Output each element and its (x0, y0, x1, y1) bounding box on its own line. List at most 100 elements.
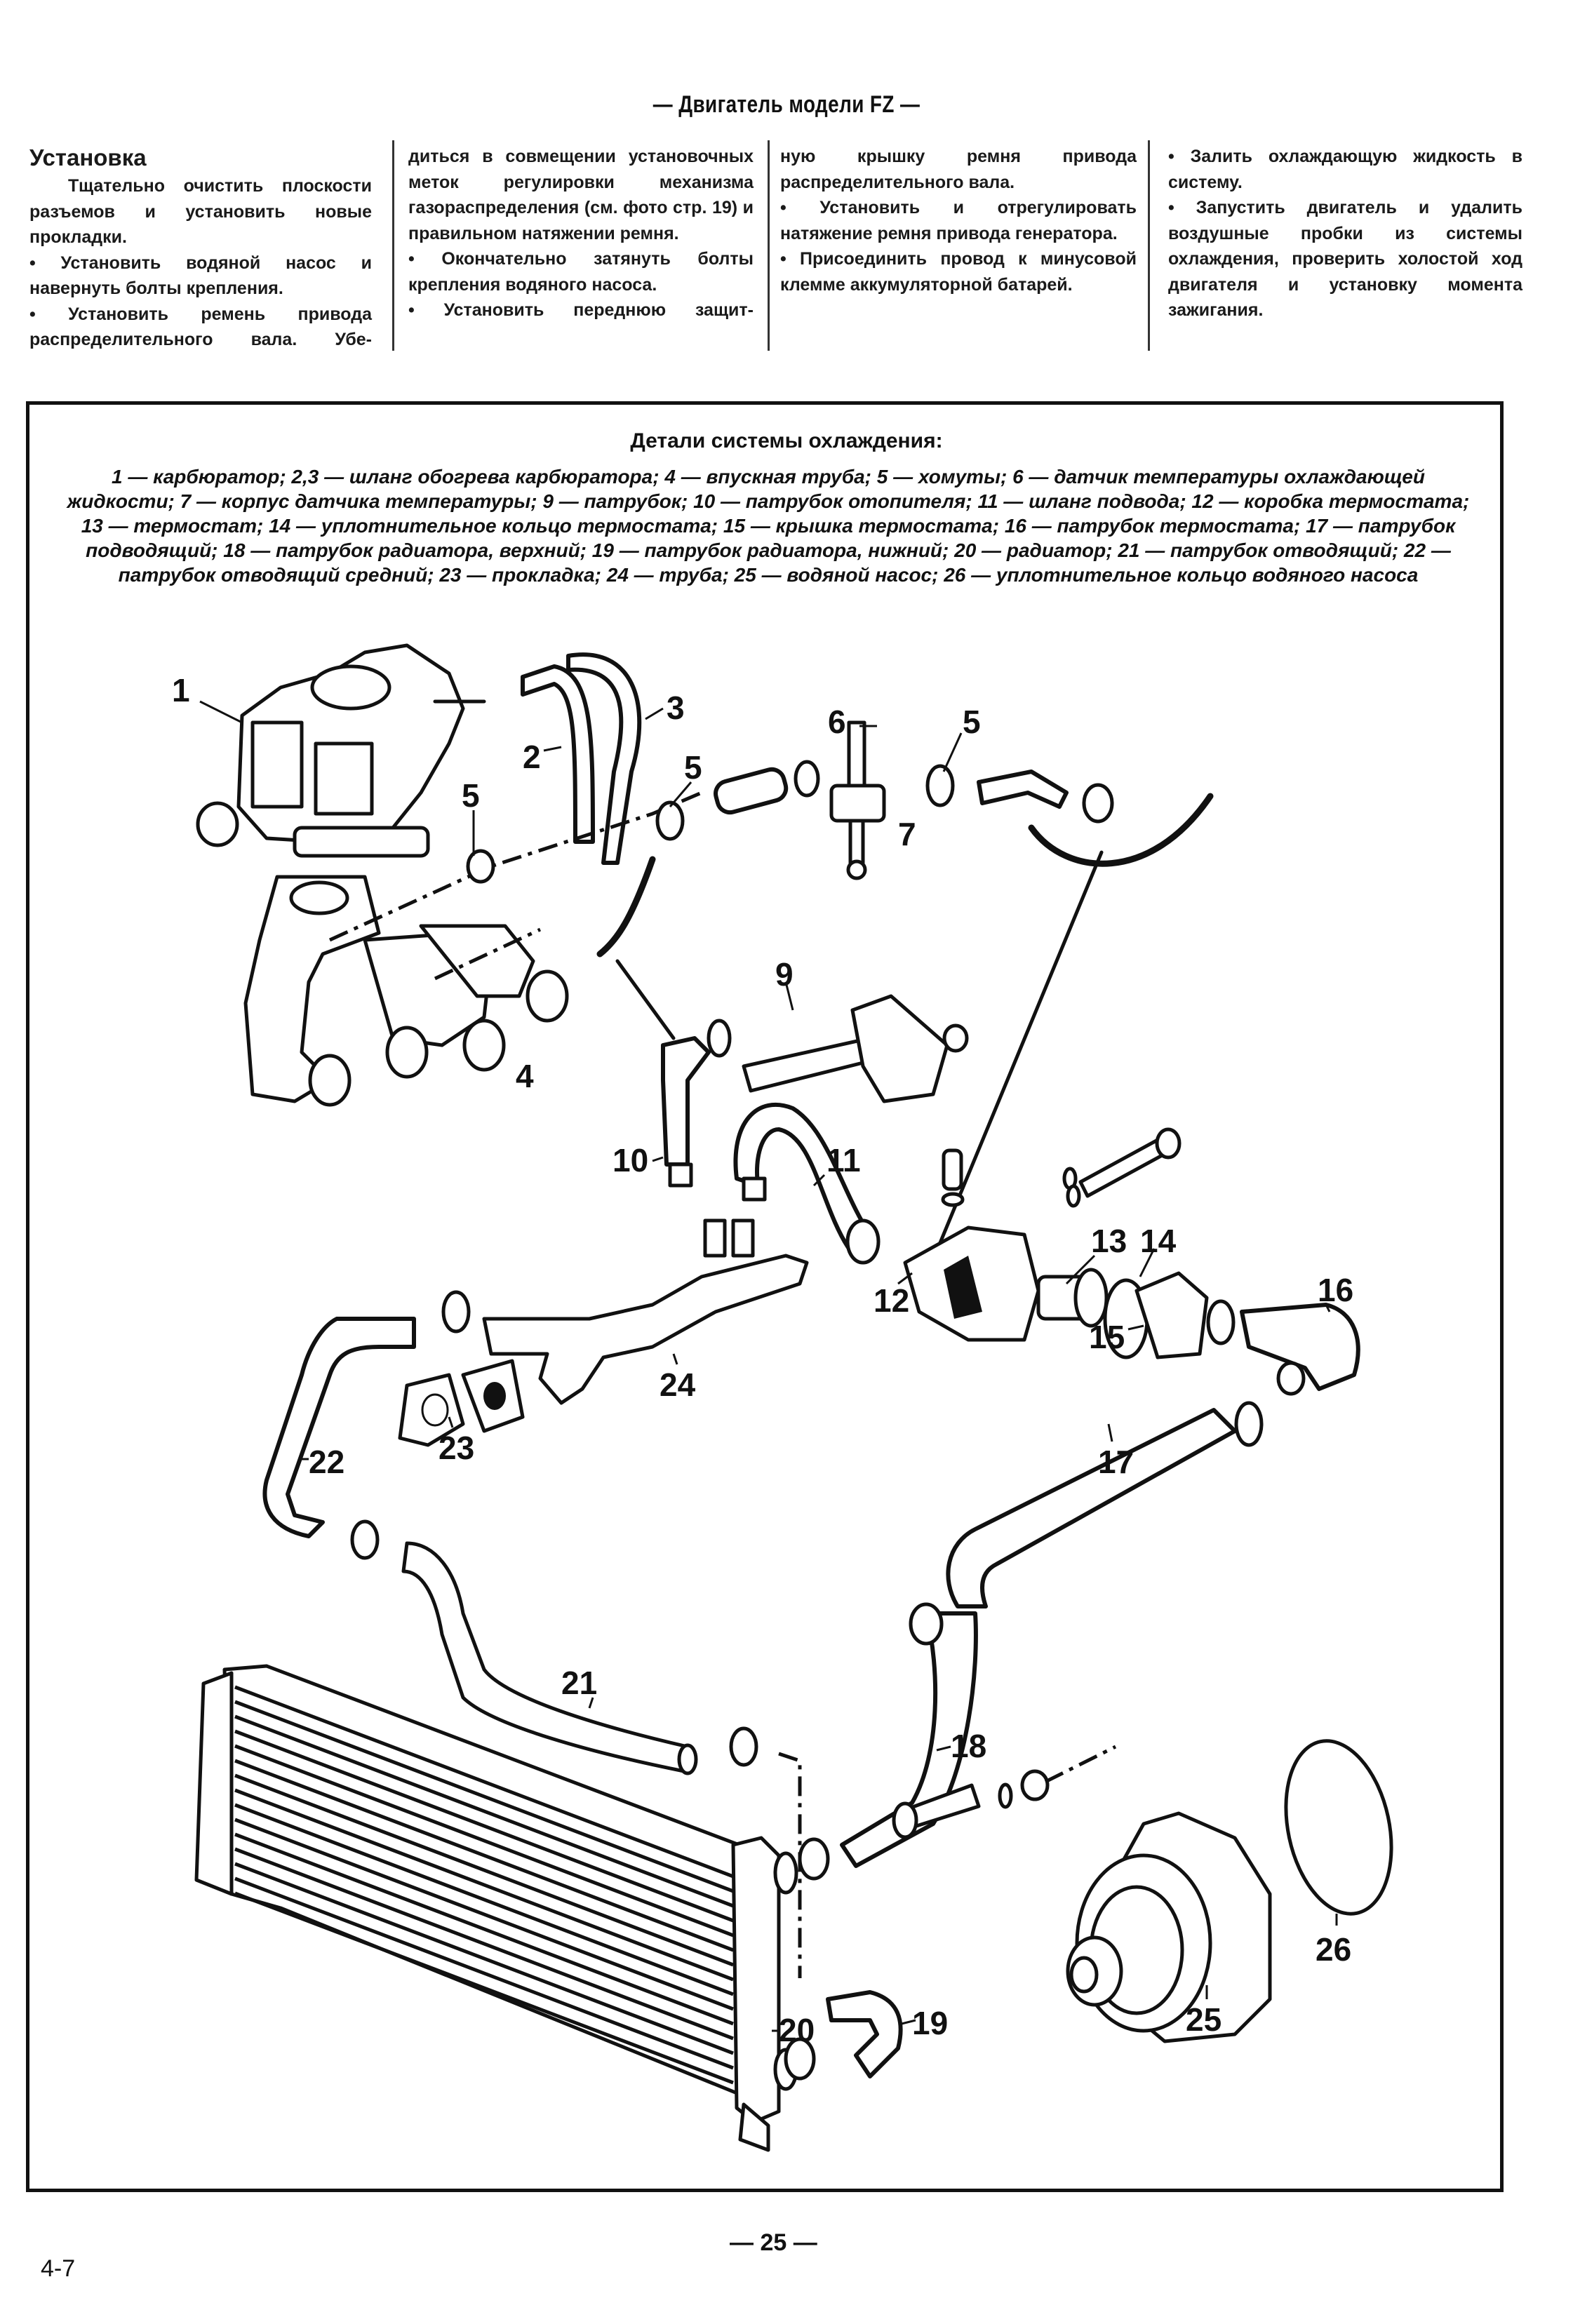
callout-18: 18 (951, 1728, 986, 1764)
callout-24: 24 (660, 1366, 696, 1403)
bullet-item: • Залить охлаждающую жидкость в систему. (1168, 147, 1522, 192)
thermostat-assembly (845, 1127, 1360, 1396)
figure-title: Детали системы охлаждения: (630, 429, 943, 452)
callout-10: 10 (613, 1142, 648, 1178)
callout-6: 6 (828, 704, 846, 740)
leader-line (615, 959, 676, 1040)
figure-legend: 1 — карбюратор; 2,3 — шланг обогрева кар… (67, 466, 1470, 586)
bullet-item: • Установить и отрегулировать натяжение … (780, 198, 1137, 243)
callout-14: 14 (1140, 1223, 1177, 1259)
sensor-housing-part (829, 720, 886, 880)
radiator-fin (234, 1803, 734, 1996)
page-number: — 25 — (730, 2229, 817, 2256)
text-column-3: ную крышку ремня привода распределительн… (780, 144, 1137, 297)
callout-4: 4 (516, 1058, 534, 1094)
radiator-fin (234, 1818, 734, 2011)
bullet-item: • Установить водяной насос и навернуть б… (29, 253, 372, 299)
callout-9: 9 (775, 956, 794, 993)
radiator-fin (234, 1729, 734, 1923)
radiator-fin (234, 1773, 734, 1967)
callout-16: 16 (1318, 1272, 1353, 1308)
paragraph: Тщательно очистить плоскости разъемов и … (29, 176, 372, 247)
bullet-item: • Присоединить провод к минусовой клемме… (780, 249, 1137, 295)
callout-5a: 5 (462, 777, 480, 814)
clamp-icon (798, 1837, 830, 1881)
clamp-icon (466, 849, 495, 884)
section-code: 4-7 (41, 2255, 76, 2282)
clamp-icon (925, 764, 955, 807)
callout-11: 11 (826, 1142, 861, 1178)
running-head: — Двигатель модели FZ — (652, 91, 921, 118)
radiator-fin (234, 1788, 734, 1982)
column-divider (392, 140, 394, 351)
pipe-24-part (482, 1254, 809, 1405)
callout-17: 17 (1098, 1444, 1134, 1480)
clamp-icon (1082, 783, 1114, 824)
paragraph: ную крышку ремня привода распределительн… (780, 147, 1137, 192)
pipe-9-part (707, 994, 969, 1103)
radiator-fin (234, 1759, 734, 1952)
callout-leaders (199, 700, 1338, 2032)
supply-hose-17 (946, 1408, 1237, 1608)
bullet-item: • Окончательно затянуть болты крепления … (408, 249, 754, 295)
water-pump-part (892, 1745, 1272, 2043)
leader-line (924, 850, 1104, 1279)
callout-2: 2 (523, 739, 541, 775)
leader-arc (1028, 793, 1214, 867)
clamp-icon (655, 800, 685, 841)
radiator-fin (234, 1862, 734, 2055)
clamp-icon (794, 760, 820, 798)
intake-manifold-part (243, 875, 569, 1107)
clamp-icon (1234, 1401, 1264, 1447)
heater-pipe-10 (661, 1036, 711, 1167)
radiator-fin (234, 1714, 734, 1908)
hose-segment (714, 767, 789, 815)
callout-19: 19 (912, 2005, 948, 2041)
text-column-4: • Залить охлаждающую жидкость в систему.… (1168, 144, 1522, 323)
pump-o-ring-26 (1284, 1739, 1393, 1916)
column-divider (1148, 140, 1150, 351)
callout-21: 21 (561, 1665, 597, 1701)
radiator-fin (234, 1891, 734, 2085)
clamp-icon (909, 1602, 944, 1646)
radiator-fin (234, 1847, 734, 2041)
figure-frame (26, 401, 1504, 2192)
radiator-fin (234, 1832, 734, 2026)
heater-hose-3 (566, 652, 642, 865)
callout-25: 25 (1186, 2001, 1221, 2038)
bullet-item: • Установить ремень привода распределите… (29, 304, 372, 350)
paragraph: диться в совмещении установочных меток р… (408, 147, 754, 243)
radiator-fin (234, 1744, 734, 1937)
callout-13: 13 (1091, 1223, 1127, 1259)
hose-segment (977, 770, 1069, 809)
callout-12: 12 (873, 1282, 909, 1319)
clamp-icon (441, 1290, 471, 1334)
callout-7: 7 (898, 816, 916, 852)
radiator-fin (234, 1700, 734, 1893)
callout-26: 26 (1316, 1931, 1351, 1968)
radiator-part (194, 1664, 798, 2152)
column-divider (768, 140, 770, 351)
gasket-23-part (398, 1359, 525, 1447)
clamp-icon (729, 1726, 758, 1767)
callout-3: 3 (667, 690, 685, 726)
text-column-1: Установка Тщательно очистить плоскости р… (29, 144, 372, 353)
callout-20: 20 (779, 2012, 815, 2048)
text-column-2: диться в совмещении установочных меток р… (408, 144, 754, 323)
radiator-fin (234, 1685, 734, 1879)
carburetor-part (196, 643, 486, 858)
callout-1: 1 (172, 672, 190, 708)
clamp-icon (350, 1519, 380, 1560)
callout-5b: 5 (684, 749, 702, 786)
bullet-item: • Запустить двигатель и удалить воздушны… (1168, 198, 1522, 320)
callout-22: 22 (309, 1444, 344, 1480)
heater-hose-2 (521, 664, 595, 844)
leader-arc (596, 856, 656, 958)
bullet-item: • Установить переднюю защит- (408, 300, 754, 320)
callout-15: 15 (1089, 1319, 1125, 1355)
radiator-fin (234, 1876, 734, 2070)
callout-5c: 5 (963, 704, 981, 740)
clamp-icon (784, 2037, 816, 2081)
lower-radiator-hose-19 (826, 1990, 903, 2078)
